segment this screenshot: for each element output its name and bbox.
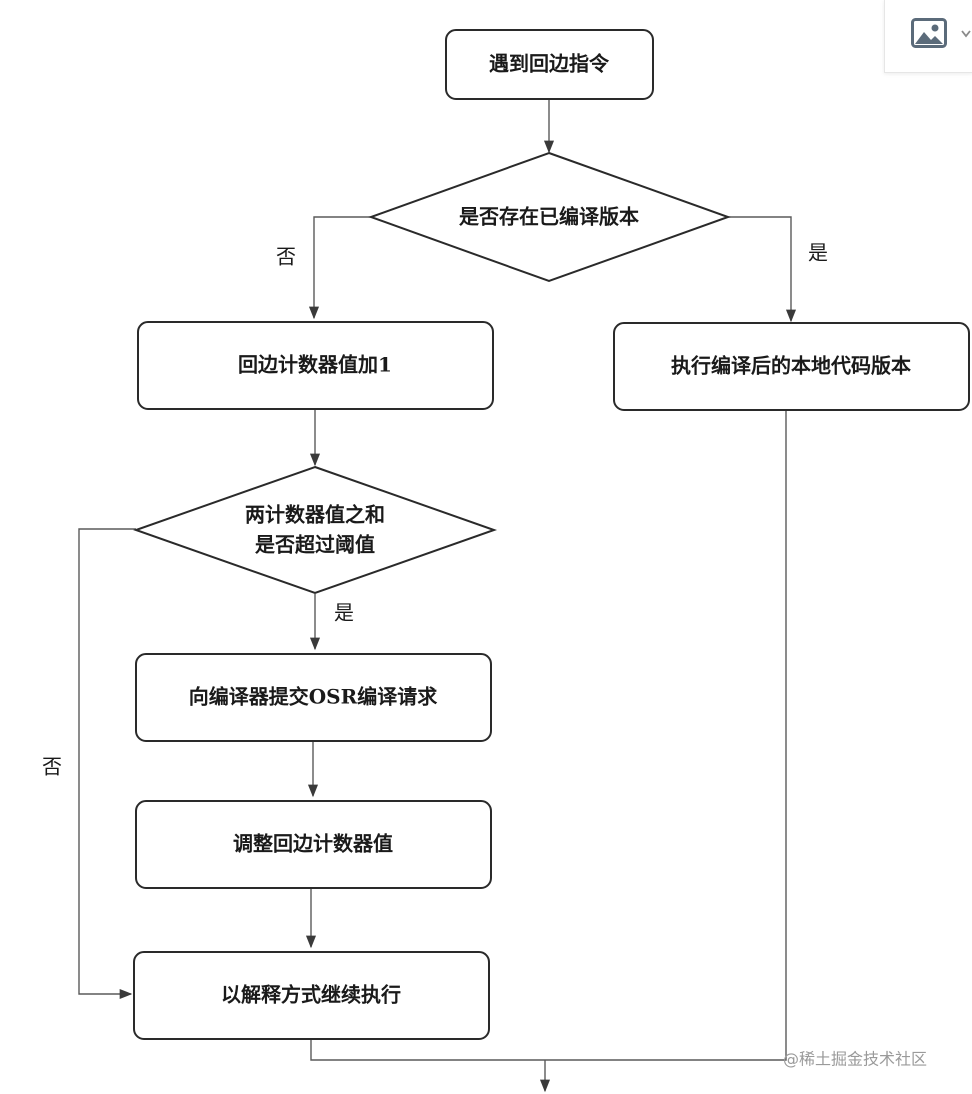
- image-icon: [911, 18, 947, 48]
- node-submit-osr: 向编译器提交OSR编译请求: [135, 653, 492, 742]
- node-inc-counter-label: 回边计数器值加1: [238, 353, 392, 377]
- node-interpret-label: 以解释方式继续执行: [221, 983, 401, 1007]
- node-threshold: 两计数器值之和 是否超过阈值: [132, 465, 498, 595]
- node-inc-counter: 回边计数器值加1: [137, 321, 494, 410]
- chevron-down-icon[interactable]: [961, 30, 971, 38]
- connectors: [78, 100, 797, 1093]
- node-exec-native: 执行编译后的本地代码版本: [613, 322, 970, 411]
- node-adjust-counter: 调整回边计数器值: [135, 800, 492, 889]
- edge-label-yes-down: 是: [334, 601, 354, 625]
- node-adjust-counter-label: 调整回边计数器值: [233, 832, 393, 856]
- edge-interpret-to-end: [310, 1039, 545, 1061]
- edge-threshold-no: [78, 528, 136, 1000]
- node-exec-native-label: 执行编译后的本地代码版本: [671, 354, 911, 378]
- edge-label-no-left: 否: [276, 245, 296, 269]
- image-toolbar-button[interactable]: [884, 0, 972, 73]
- edge-native-to-end: [545, 410, 787, 1061]
- node-threshold-label-line1: 两计数器值之和: [245, 503, 385, 527]
- node-check-compiled-label: 是否存在已编译版本: [458, 205, 639, 229]
- edge-check-no: [308, 216, 372, 320]
- node-start: 遇到回边指令: [445, 29, 654, 100]
- edge-label-yes-right: 是: [808, 241, 828, 265]
- watermark: @稀土掘金技术社区: [783, 1050, 927, 1069]
- node-threshold-label-line2: 是否超过阈值: [254, 533, 375, 557]
- node-submit-osr-label: 向编译器提交OSR编译请求: [189, 685, 438, 709]
- edge-label-no-loop: 否: [42, 755, 62, 779]
- node-check-compiled: 是否存在已编译版本: [368, 151, 731, 283]
- node-start-label: 遇到回边指令: [489, 52, 610, 76]
- node-interpret: 以解释方式继续执行: [133, 951, 490, 1040]
- edge-check-yes: [726, 216, 797, 323]
